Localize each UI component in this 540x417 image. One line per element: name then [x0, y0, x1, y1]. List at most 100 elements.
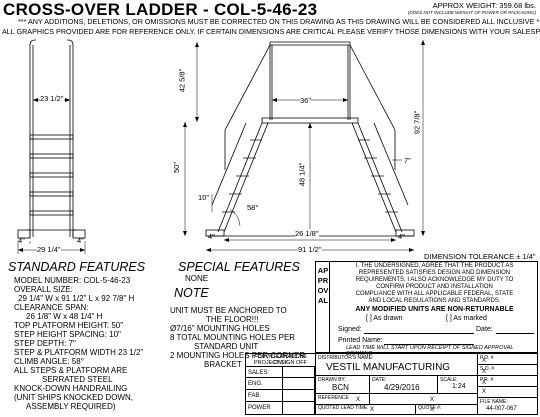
dim-4-bottom-left: 4"	[208, 232, 215, 241]
file-name-value: 44-007-067	[486, 406, 517, 412]
dim-26-125: 26 1/8"	[295, 229, 319, 238]
file-name-cell: FILE NAME: 44-007-067	[478, 398, 537, 414]
weight-note: (DOES NOT INCLUDE WEIGHT OF POWER OR PAC…	[407, 10, 536, 15]
feature-line: ALL STEPS & PLATFORM ARE	[14, 366, 128, 375]
drawn-by-value: BCN	[332, 383, 349, 392]
title-block: FOR INTERNAL USE ONLY PROJECT SIGN OFF S…	[245, 353, 538, 415]
feature-line: 29 1/4" W x 91 1/2" L x 92 7/8" H	[18, 294, 135, 303]
special-features-value: NONE	[185, 274, 209, 283]
quoted-lead-time-cell: QUOTED LEAD TIME: X	[316, 405, 416, 414]
so-cell: S.O. # X	[478, 365, 537, 376]
pr-cell: P.R. # X	[478, 376, 537, 387]
approval-text-line: REPRESENTED SATISFIES DESIGN AND DIMENSI…	[358, 270, 511, 276]
scale-cell: SCALE: 1:24	[438, 376, 478, 394]
feature-line: MODEL NUMBER: COL-5-46-23	[14, 276, 131, 285]
feature-line: STEP DEPTH: 7"	[14, 339, 76, 348]
so-label: S.O. #	[480, 366, 495, 372]
note-line: BRACKET	[204, 360, 242, 369]
sales-label: SALES:	[248, 370, 270, 376]
quote-number-value: X	[430, 407, 435, 413]
approval-vertical-label: APPROVAL	[317, 266, 329, 305]
notice-line-2: ALL GRAPHICS PROVIDED ARE FOR REFERENCE …	[2, 27, 540, 36]
dim-92-875: 92 7/8"	[412, 110, 422, 135]
approval-text-line: REQUIREMENTS. I ALSO ACKNOWLEDGE MY DUTY…	[355, 277, 514, 283]
pr-label: P.R. #	[480, 377, 494, 383]
feature-line: (UNIT SHIPS KNOCKED DOWN,	[14, 393, 133, 402]
scale-value: 1:24	[452, 383, 466, 390]
dim-29-25: 29 1/4"	[37, 245, 61, 254]
lead-time-note: LEAD TIME WILL START UPON RECEIPT OF SIG…	[346, 345, 514, 357]
dim-58-degrees: 58°	[247, 203, 259, 212]
note-line: Ø7/16" MOUNTING HOLES	[170, 324, 270, 333]
internal-signoff: FOR INTERNAL USE ONLY PROJECT SIGN OFF S…	[246, 354, 316, 414]
signoff-divider	[282, 366, 283, 414]
date-line[interactable]	[496, 333, 534, 334]
signoff-fab[interactable]: FAB.	[246, 390, 315, 402]
printed-name-label: Printed Name:	[338, 337, 383, 344]
dim-23-5: 23 1/2"	[40, 94, 64, 103]
pr-value: X	[482, 380, 487, 386]
standard-features-list: MODEL NUMBER: COL-5-46-23 OVERALL SIZE: …	[14, 276, 143, 411]
approval-label-column: APPROVAL	[316, 262, 330, 352]
as-drawn-checkbox[interactable]: [ ] As drawn	[366, 315, 403, 322]
signoff-eng[interactable]: ENG.	[246, 378, 315, 390]
feature-line: 26 1/8" W x 48 1/4" H	[26, 312, 103, 321]
dim-42-625: 42 5/8"	[177, 68, 187, 93]
feature-line: OVERALL SIZE:	[14, 285, 73, 294]
dim-36: 36"	[300, 96, 312, 105]
dim-4-bottom-right: 4"	[398, 232, 405, 241]
feature-line: KNOCK-DOWN HANDRAILING	[14, 384, 128, 393]
dim-50: 50"	[172, 161, 182, 174]
notice-line-1: *** ANY ADDITIONS, DELETIONS, OR OMISSIO…	[18, 17, 540, 26]
drawn-by-cell: DRAWN BY: BCN	[316, 376, 370, 394]
signature-line[interactable]	[364, 333, 474, 334]
dim-4-right: 4"	[77, 236, 84, 245]
feature-line: CLIMB ANGLE: 58°	[14, 357, 84, 366]
quote-number-label: QUOTE #:	[418, 405, 442, 411]
feature-line: ASSEMBLY REQUIRED)	[26, 402, 116, 411]
approval-text-line: I, THE UNDERSIGNED, AGREE THAT THE PRODU…	[355, 263, 514, 269]
reference-value: X	[356, 397, 361, 403]
note-line: THE FLOOR!!!	[206, 315, 259, 324]
approval-text-line: AND LOCAL REGULATIONS AND STANDARDS.	[368, 298, 501, 304]
fab-label: FAB.	[248, 393, 262, 399]
dim-4-left: 4"	[18, 236, 25, 245]
x-cell-2: X	[478, 387, 537, 398]
printed-name-line[interactable]	[384, 344, 474, 345]
project-signoff-label: PROJECT SIGN OFF	[253, 360, 308, 366]
side-view	[183, 40, 425, 252]
signed-label: Signed:	[338, 326, 362, 333]
signoff-sales[interactable]: SALES:	[246, 366, 315, 378]
dim-10: 10"	[198, 193, 210, 202]
quote-number-cell: QUOTE #: X	[416, 405, 478, 414]
distributor-label: DISTRIBUTOR'S NAME:	[318, 355, 374, 361]
so-value: X	[482, 369, 487, 375]
drawing-title: CROSS-OVER LADDER - COL-5-46-23	[3, 0, 318, 19]
approval-text-line: CONFIRM PRODUCT AND INSTALLATION	[376, 284, 493, 290]
po-value: X	[482, 358, 487, 364]
reference-label: REFERENCE	[318, 395, 349, 401]
approx-weight: APPROX WEIGHT: 359.68 lbs.	[432, 1, 536, 10]
approval-box: APPROVAL I, THE UNDERSIGNED, AGREE THAT …	[315, 261, 538, 357]
note-title: NOTE	[174, 286, 209, 300]
feature-line: CLEARANCE SPAN:	[14, 303, 89, 312]
approval-text-line: COMPLIANCE WITH ALL APPLICABLE FEDERAL, …	[355, 291, 514, 297]
dim-91-5: 91 1/2"	[298, 245, 322, 254]
po-label: P.O. #	[480, 355, 494, 361]
dimension-tolerance: DIMENSION TOLERANCE ± 1/4"	[424, 252, 536, 261]
date-label: Date:	[476, 326, 493, 333]
x-value-2: X	[482, 389, 487, 395]
x-value-1: X	[430, 397, 435, 403]
po-cell: P.O. # X	[478, 354, 537, 365]
quoted-lead-time-label: QUOTED LEAD TIME:	[318, 405, 369, 411]
as-marked-checkbox[interactable]: [ ] As marked	[446, 315, 487, 322]
front-view	[17, 39, 86, 254]
eng-label: ENG.	[248, 381, 263, 387]
feature-line: STEP & PLATFORM WIDTH 23 1/2"	[14, 348, 144, 357]
quoted-lead-time-value: X	[370, 407, 375, 413]
feature-line: TOP PLATFORM HEIGHT: 50"	[14, 321, 124, 330]
date-cell: DATE: 4/29/2016	[370, 376, 438, 394]
internal-use-label: FOR INTERNAL USE ONLY	[253, 354, 308, 366]
distributor-cell: DISTRIBUTOR'S NAME: VESTIL MANUFACTURING	[316, 354, 478, 376]
signoff-power[interactable]: POWER	[246, 402, 315, 414]
